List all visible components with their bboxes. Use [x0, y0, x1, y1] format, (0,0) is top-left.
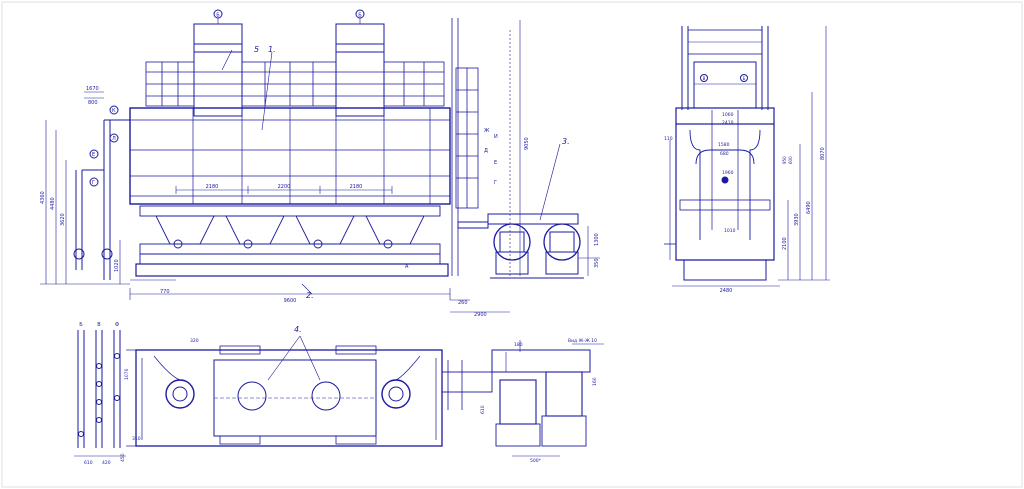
side-dim-1: 1060 [722, 112, 734, 118]
side-mid-dim-2: 600 [788, 156, 793, 164]
height-right-dim: 9050 [524, 137, 530, 150]
side-dim-2: 2410 [722, 120, 734, 126]
fan-height-dim-1: 1300 [594, 233, 600, 246]
pitch-dim-2: 2200 [278, 184, 291, 190]
hoppers [135, 205, 449, 277]
left-tag-2: Л [112, 136, 116, 142]
plan-tag-2: В [97, 322, 101, 328]
side-tag-1: В [703, 76, 706, 81]
front-view [40, 9, 600, 313]
right-tag-5: Г [494, 180, 497, 186]
plan-dim-2: 1070 [124, 368, 130, 380]
callout-5: 5 [254, 45, 259, 54]
plan-view [74, 330, 604, 457]
left-dimensions [40, 91, 130, 285]
bottom-tag: А [405, 264, 409, 270]
callout-2: 2. [306, 291, 314, 300]
left-pipes [73, 105, 130, 280]
plan-dim-4: 610 [480, 405, 486, 414]
fan-view-note: Вид Ж-Ж 10 [568, 338, 597, 344]
left-dim-2: 4480 [50, 197, 56, 210]
plan-view-labels: 4. Б В Ф 610 420 450 320 1070 310 610 18… [79, 322, 598, 466]
fan-dim-2: 160 [592, 377, 598, 386]
side-small-dim: 110 [664, 136, 673, 142]
side-dim-6: 1010 [724, 228, 736, 234]
right-tag-1: Ж [484, 128, 490, 134]
top-railing [145, 61, 445, 107]
plan-tag-3: Ф [115, 322, 120, 328]
side-height-4: 2100 [782, 237, 788, 250]
front-view-labels: Б Б 5 1. 2. 3. 2180 2200 2180 9600 770 2… [40, 13, 600, 319]
fan-units [457, 213, 584, 279]
housing-grid [130, 108, 450, 204]
side-height-1: 8070 [820, 147, 826, 160]
pitch-dimension [175, 186, 393, 194]
side-dim-4: 680 [720, 151, 729, 157]
pitch-dim-3: 2180 [350, 184, 363, 190]
tower-tag-left-text: Б [216, 13, 220, 19]
plan-left-dim-3: 450 [120, 453, 126, 462]
bottom-dim-right: 260 [458, 300, 468, 306]
left-tag-4: Г [92, 180, 95, 186]
top-left-dim-2: 800 [88, 100, 98, 106]
leader-lines [221, 49, 561, 295]
callout-3: 3. [562, 137, 570, 146]
plan-tag-1: Б [79, 322, 83, 328]
side-width-dim: 2480 [720, 288, 733, 294]
side-tag-2: Б [743, 76, 746, 81]
right-ladder [451, 18, 479, 276]
fan-offset-dim: 2900 [474, 312, 487, 318]
right-tag-4: Д [484, 148, 488, 154]
left-tag-3: Е [92, 152, 95, 158]
side-height-2: 6490 [806, 201, 812, 214]
fan-height-dim-2: 350 [594, 258, 600, 268]
plan-left-dim-1: 610 [84, 460, 93, 466]
plan-dim-1: 320 [190, 338, 199, 344]
side-dim-5: 1960 [722, 170, 734, 176]
plan-left-dim-2: 420 [102, 460, 111, 466]
left-dim-1: 4360 [40, 191, 46, 204]
right-tag-3: Е [494, 160, 497, 166]
left-dim-3: 3620 [60, 213, 66, 226]
left-tag-1: К [112, 108, 116, 114]
bottom-dim-left: 770 [160, 289, 170, 295]
pitch-dim-1: 2180 [206, 184, 219, 190]
fan-dim-3: 500* [530, 458, 542, 464]
right-tag-2: И [494, 134, 498, 140]
tower-tag-right-text: Б [358, 13, 362, 19]
left-dim-4: 1020 [114, 259, 120, 272]
callout-1: 1. [268, 45, 276, 54]
side-view [664, 26, 830, 287]
bottom-dimensions [129, 20, 600, 313]
top-left-dim-1: 1670 [86, 86, 99, 92]
plan-dim-3: 310 [132, 436, 141, 442]
side-height-3: 3930 [794, 213, 800, 226]
fan-dim-1: 180 [514, 342, 523, 348]
side-view-labels: В Б 1060 2410 1580 680 1960 1010 110 807… [664, 76, 826, 294]
callout-4: 4. [294, 325, 302, 334]
side-dim-3: 1580 [718, 142, 730, 148]
side-mid-dim-1: 950 [782, 156, 787, 164]
overall-length-dim: 9600 [284, 298, 297, 304]
